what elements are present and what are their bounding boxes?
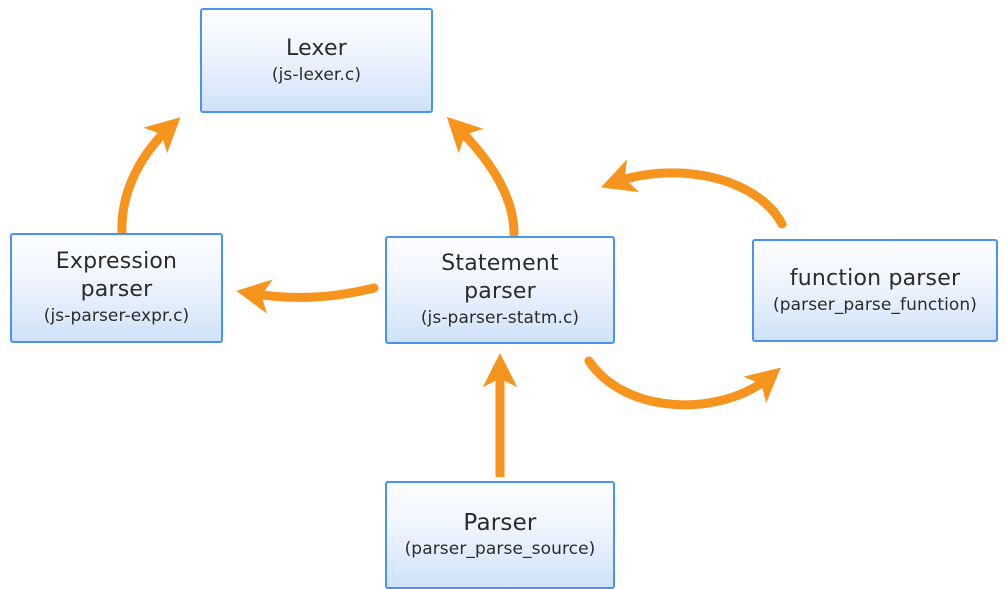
node-expression-parser-subtitle: (js-parser-expr.c) (43, 306, 190, 326)
node-function-parser-subtitle: (parser_parse_function) (772, 294, 978, 315)
node-parser-title: Parser (463, 510, 537, 536)
node-expression-parser-title: Expression parser (55, 249, 178, 302)
node-statement-parser-subtitle: (js-parser-statm.c) (420, 308, 580, 328)
node-statement-parser-title: Statement parser (441, 251, 559, 304)
arrow-statement-to-expression (236, 279, 379, 314)
node-function-parser[interactable]: function parser (parser_parse_function) (752, 239, 998, 342)
node-parser-subtitle: (parser_parse_source) (404, 539, 596, 559)
arrow-statement-to-function (584, 356, 781, 410)
node-lexer-title: Lexer (286, 35, 347, 61)
node-parser[interactable]: Parser (parser_parse_source) (385, 481, 615, 589)
arrow-expression-to-lexer (117, 117, 181, 236)
node-statement-parser[interactable]: Statement parser (js-parser-statm.c) (385, 236, 615, 344)
node-function-parser-title: function parser (789, 265, 961, 291)
node-lexer[interactable]: Lexer (js-lexer.c) (200, 8, 433, 113)
node-expression-parser[interactable]: Expression parser (js-parser-expr.c) (10, 233, 223, 343)
node-lexer-subtitle: (js-lexer.c) (271, 64, 362, 85)
arrow-statement-to-lexer (446, 116, 519, 239)
arrow-function-to-statement (600, 159, 787, 229)
